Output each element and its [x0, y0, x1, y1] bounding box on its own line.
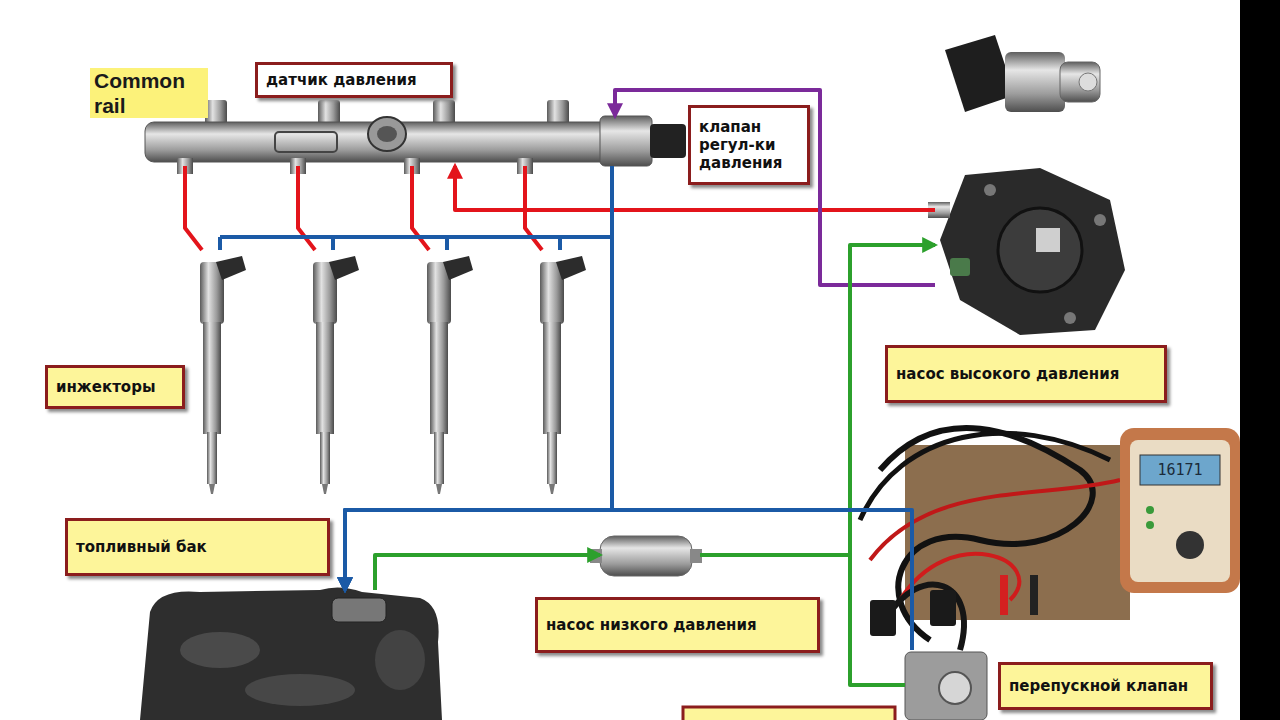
low-pressure-pump	[590, 536, 702, 576]
pump-shaft	[1036, 228, 1060, 252]
fuel-line	[375, 555, 600, 590]
injector	[313, 256, 359, 494]
part-label: перепускной клапан	[998, 662, 1213, 710]
sensor-connector	[945, 35, 1015, 112]
pressure-valve-body	[600, 116, 652, 166]
tank-rib	[180, 632, 260, 668]
pump-bolt	[1064, 312, 1076, 324]
hp-pump-node: насос высокого давления	[935, 165, 1125, 335]
high-pressure-pump	[928, 168, 1125, 335]
rail-sensor	[368, 117, 406, 151]
tester-knob	[1176, 531, 1204, 559]
fuel-line	[345, 166, 612, 590]
fuel-line	[615, 90, 935, 285]
cable	[870, 480, 1120, 560]
tester-lcd	[1140, 455, 1220, 485]
injector	[200, 256, 246, 494]
sensor-port	[1079, 73, 1097, 91]
part-label: Common rail	[90, 68, 208, 118]
pressure-valve-node: клапан регул-ки давления	[600, 116, 686, 166]
pump-flange	[998, 208, 1082, 292]
tester-case	[1120, 428, 1240, 593]
bypass-port	[939, 672, 971, 704]
part-label: инжекторы	[45, 365, 185, 409]
injector	[540, 256, 586, 494]
pressure-sensor-node: датчик давления	[367, 116, 407, 152]
rail-window	[275, 132, 337, 152]
pump-bolt	[984, 184, 996, 196]
cable	[885, 584, 964, 650]
part-label: клапан регул-ки давления	[688, 105, 810, 185]
part-label: топливный бак	[65, 518, 330, 576]
pump-housing	[940, 168, 1125, 335]
cut-label-box	[683, 707, 895, 720]
pump-bolt	[1094, 214, 1106, 226]
plug	[870, 600, 896, 636]
fuel-tank	[140, 587, 442, 720]
tester-face	[1130, 440, 1230, 582]
common-rail-node: Common railдатчик давленияклапан регул-к…	[145, 100, 690, 166]
bypass-valve-node: перепускной клапан	[905, 650, 990, 720]
part-label: насос низкого давления	[535, 597, 820, 653]
tank-rib	[375, 630, 425, 690]
pressure-sensor-photo	[945, 35, 1100, 112]
pump-inlet	[950, 258, 970, 276]
injector	[427, 256, 473, 494]
part-label: насос высокого давления	[885, 345, 1167, 403]
fuel-tank-node: топливный бак	[145, 590, 445, 720]
pressure-valve-coil	[650, 124, 686, 158]
tester-kit	[860, 428, 1240, 650]
rail-sensor-core	[377, 126, 397, 142]
bypass-body	[905, 652, 987, 720]
lp-pump-node: насос низкого давления	[600, 527, 700, 583]
injectors-node: инжекторы	[185, 250, 585, 495]
sensor-body	[1005, 52, 1065, 112]
clip	[1000, 575, 1008, 615]
tank-body	[140, 587, 442, 720]
common-rail	[145, 100, 686, 174]
bypass-valve	[905, 652, 987, 720]
lp-pump-body	[600, 536, 692, 576]
tester-led	[1146, 521, 1154, 529]
tester-led	[1146, 506, 1154, 514]
frame-band	[1240, 0, 1280, 720]
sensor-thread	[1060, 62, 1100, 102]
tank-neck	[332, 598, 386, 622]
tester-reading: 16171	[1140, 458, 1220, 482]
plug	[930, 590, 956, 626]
tank-rib	[245, 674, 355, 706]
part-label: датчик давления	[255, 62, 453, 98]
clip	[1030, 575, 1038, 615]
cable	[860, 433, 1110, 520]
